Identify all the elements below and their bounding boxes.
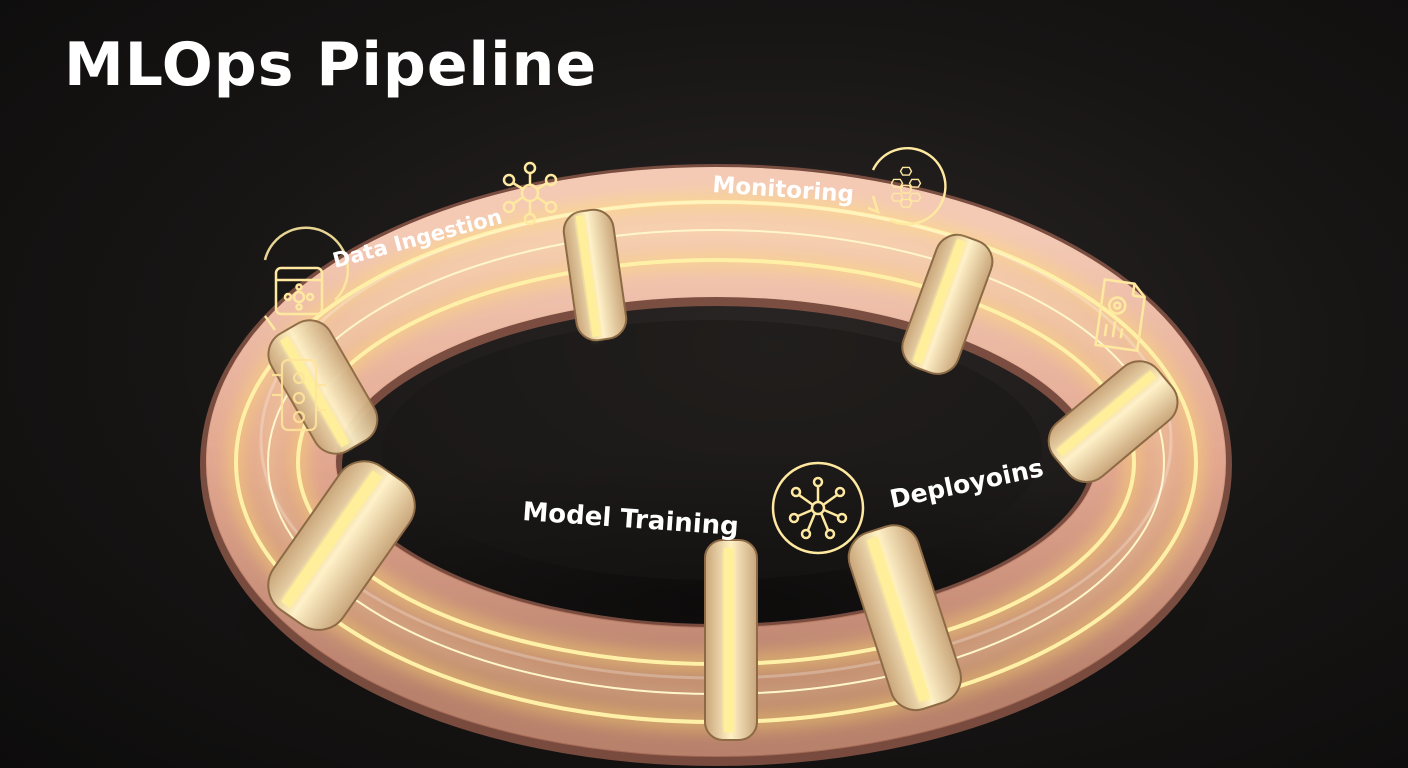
band — [562, 208, 628, 342]
circuit-chip-icon — [272, 358, 326, 432]
molecule-network-icon — [502, 161, 558, 226]
band — [847, 524, 962, 712]
ring-bands — [267, 208, 1179, 741]
band — [267, 460, 416, 631]
document-gear-icon — [1094, 278, 1147, 353]
page-title: MLOps Pipeline — [64, 30, 598, 100]
band — [1047, 360, 1179, 483]
band — [267, 319, 379, 455]
band — [704, 539, 758, 741]
database-screen-icon — [263, 226, 350, 331]
network-node-icon — [771, 461, 865, 555]
band — [901, 233, 994, 375]
hexagon-cluster-refresh-icon — [867, 147, 947, 226]
